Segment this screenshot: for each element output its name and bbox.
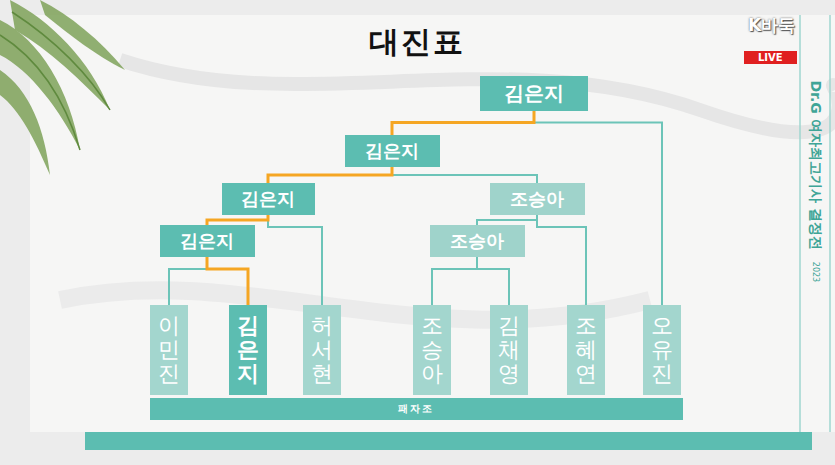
player-name: 오유진 (651, 314, 673, 387)
player-name: 김채영 (498, 314, 520, 387)
box-label: 김은지 (504, 80, 564, 107)
winner-path (392, 111, 534, 136)
loser-bracket-band: 패자조 (150, 398, 683, 420)
box-label: 김은지 (180, 229, 234, 253)
player-name: 조승아 (421, 314, 443, 387)
winner-path (268, 167, 392, 183)
player-box: 이민진 (150, 305, 188, 395)
round-box: 김은지 (222, 183, 315, 215)
player-name: 허서현 (311, 314, 333, 387)
box-label: 조승아 (510, 187, 564, 211)
winner-path (207, 257, 248, 305)
title: 대진표 (369, 22, 465, 63)
player-box: 김채영 (490, 305, 528, 395)
winner-box: 김은지 (480, 76, 588, 111)
player-name: 이민진 (158, 314, 180, 387)
player-box: 김은지 (229, 305, 267, 395)
bracket-line (537, 215, 586, 305)
side-rule (799, 15, 801, 432)
round-box: 조승아 (430, 225, 525, 257)
box-label: 김은지 (365, 139, 419, 163)
bracket-line (392, 167, 537, 183)
player-box: 조승아 (413, 305, 451, 395)
round-box: 조승아 (490, 183, 585, 215)
player-name: 조혜연 (575, 314, 597, 387)
side-rule (829, 15, 831, 432)
bracket-line (432, 257, 477, 305)
player-box: 오유진 (643, 305, 681, 395)
bracket-line (169, 257, 207, 305)
round-box: 김은지 (345, 135, 440, 167)
live-badge: LIVE (744, 51, 797, 64)
round-box: 김은지 (160, 225, 255, 257)
bracket-line (477, 257, 509, 305)
player-name: 김은지 (237, 314, 259, 387)
box-label: 패자조 (398, 402, 434, 416)
bracket-line (477, 215, 537, 225)
marble-vein (60, 290, 650, 319)
event-year: 2023 (811, 262, 820, 282)
box-label: 김은지 (241, 187, 295, 211)
channel-logo: K바둑 (748, 14, 795, 37)
event-name: Dr.G 여자최고기사 결정전 (806, 80, 824, 249)
box-label: 조승아 (450, 229, 504, 253)
bracket-line (268, 215, 322, 305)
palm-leaves (0, 0, 125, 175)
player-box: 조혜연 (567, 305, 605, 395)
leaf-stem (0, 12, 110, 150)
player-box: 허서현 (303, 305, 341, 395)
winner-path (207, 215, 268, 225)
